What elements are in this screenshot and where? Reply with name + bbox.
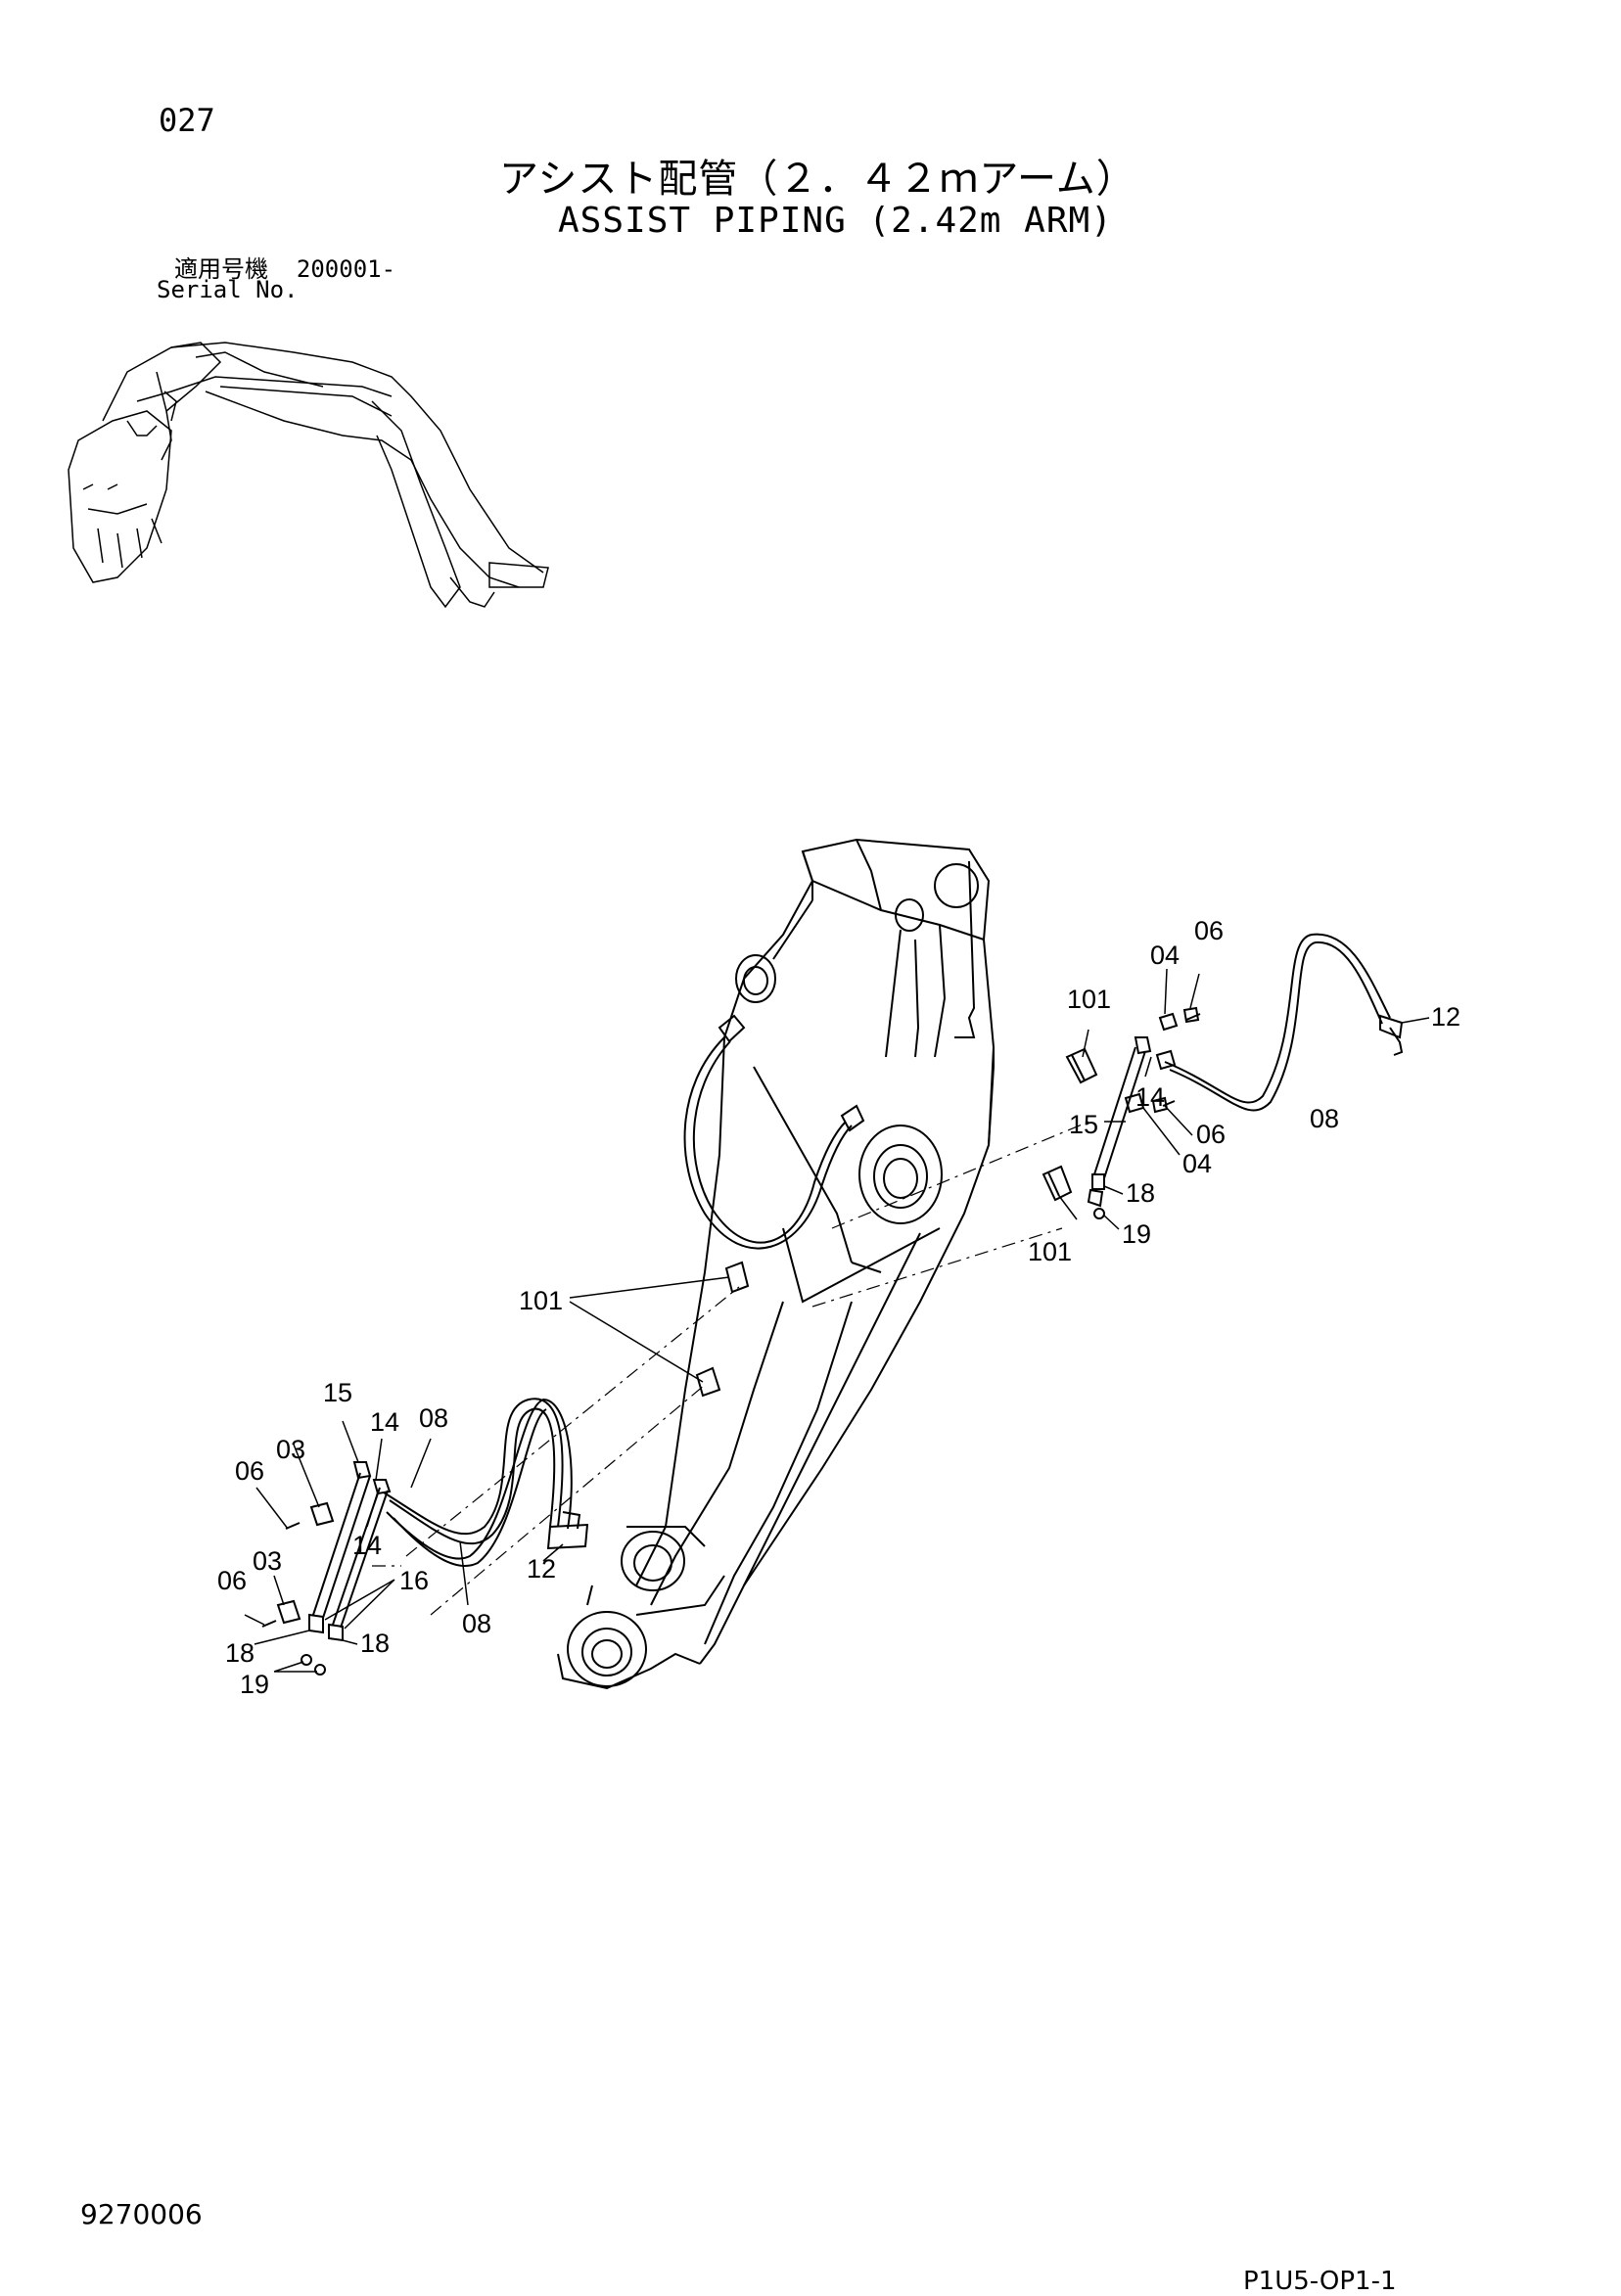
callout-101-right: 101 [1028, 1237, 1072, 1266]
callout-14-left-top: 14 [370, 1407, 399, 1437]
callout-15-left: 15 [323, 1378, 352, 1407]
callout-101-mid: 101 [519, 1286, 563, 1315]
document-number: 9270006 [80, 2198, 203, 2230]
excavator-thumbnail-illustration [68, 342, 549, 609]
callout-04-mid: 04 [1182, 1149, 1212, 1178]
callout-06-left-top: 06 [235, 1456, 264, 1486]
callout-12-right: 12 [1431, 1002, 1460, 1032]
serial-value: 200001- [296, 255, 396, 283]
callout-06-left-mid: 06 [217, 1566, 247, 1595]
callout-16-left: 16 [399, 1566, 429, 1595]
callout-19-right: 19 [1122, 1219, 1151, 1249]
serial-label-english: Serial No. [157, 276, 299, 303]
part-callouts: 101 04 06 12 14 15 06 04 08 18 101 19 10… [217, 916, 1460, 1699]
callout-03-left-top: 03 [276, 1435, 305, 1464]
center-lines [372, 1120, 1092, 1616]
callout-03-left-mid: 03 [253, 1546, 282, 1576]
page-code: P1U5-OP1-1 [1243, 2267, 1397, 2296]
callout-101-top-right: 101 [1067, 985, 1111, 1014]
page-number: 027 [159, 102, 215, 139]
callout-06-mid: 06 [1196, 1120, 1226, 1149]
callout-18-left: 18 [225, 1638, 255, 1668]
callout-14-left-mid: 14 [352, 1531, 382, 1560]
callout-08-left-top: 08 [419, 1403, 448, 1433]
callout-04-top: 04 [1150, 941, 1180, 970]
callout-08-left-bottom: 08 [462, 1609, 491, 1638]
callout-12-left: 12 [527, 1554, 556, 1584]
hoses-and-pipes [261, 933, 1404, 1676]
title-english: ASSIST PIPING (2.42m ARM) [558, 201, 1113, 241]
serial-line-japanese: 適用号機 200001- [174, 250, 395, 284]
serial-label-japanese: 適用号機 [174, 255, 268, 283]
callout-18-left-right: 18 [360, 1629, 390, 1658]
title-japanese: アシスト配管（２．４２ｍアーム） [499, 157, 1136, 202]
callout-08-right: 08 [1310, 1104, 1339, 1133]
callout-18-right: 18 [1126, 1178, 1155, 1208]
callout-15-right: 15 [1069, 1110, 1098, 1139]
leader-lines [244, 968, 1430, 1673]
callout-19-left: 19 [240, 1670, 269, 1699]
callout-14-right: 14 [1135, 1082, 1165, 1112]
callout-06-top: 06 [1194, 916, 1224, 945]
arm-structure [557, 838, 996, 1690]
